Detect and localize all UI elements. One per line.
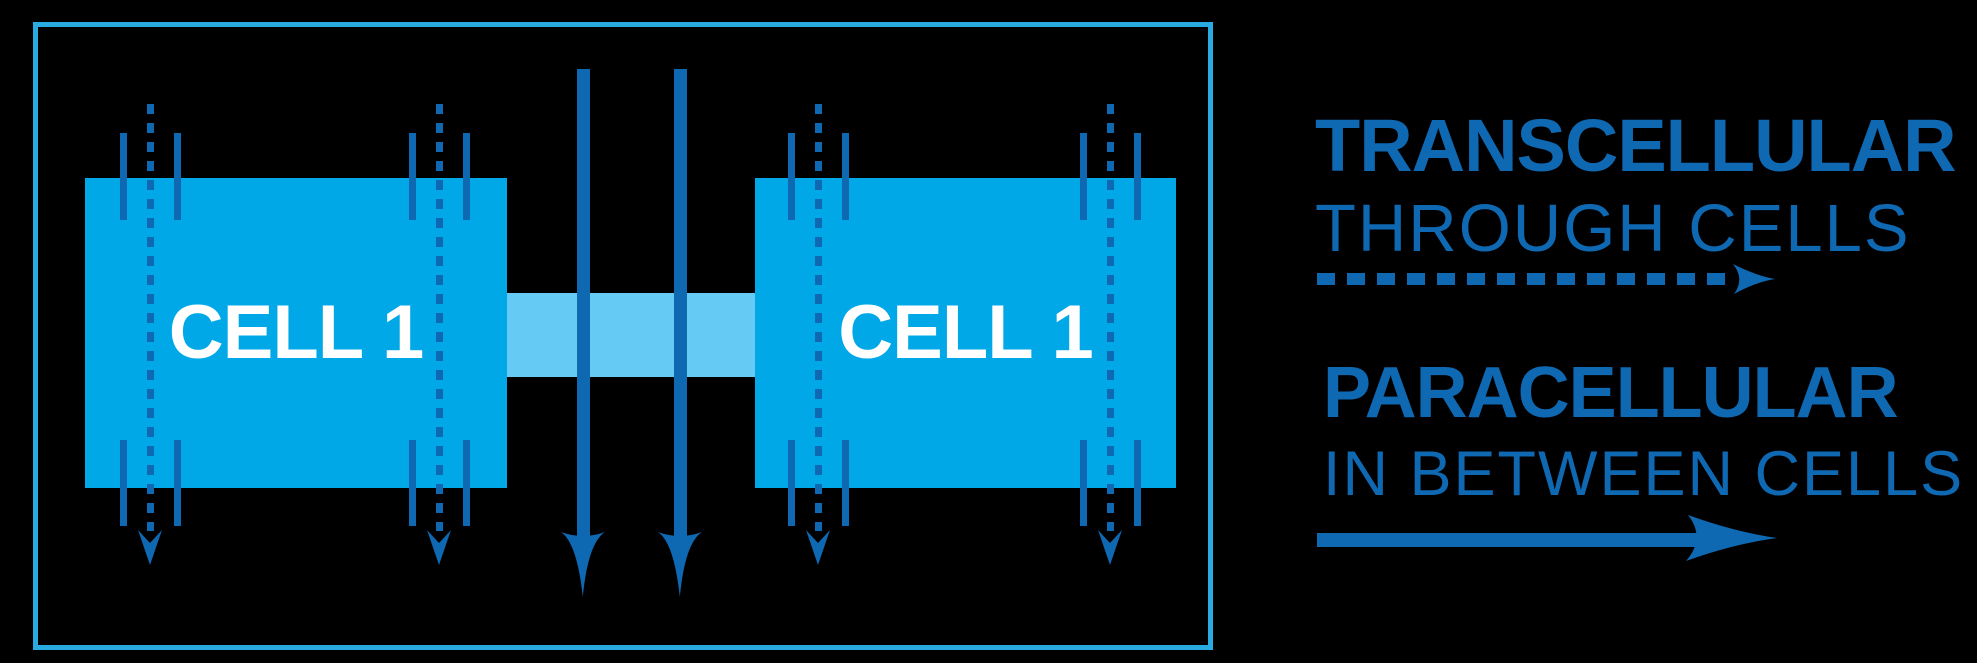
channel-protein-bar bbox=[119, 133, 127, 220]
channel-protein-bar bbox=[1079, 133, 1087, 220]
transcellular-arrowhead-icon bbox=[138, 530, 162, 565]
dashed-right-arrow-icon bbox=[1317, 264, 1775, 294]
paracellular-arrowhead-icon bbox=[658, 532, 702, 597]
channel-protein-bar bbox=[462, 440, 470, 526]
cell-left-label: CELL 1 bbox=[168, 290, 424, 375]
paracellular-arrowhead-icon bbox=[561, 532, 605, 597]
paracellular-arrow-shaft bbox=[673, 69, 687, 539]
channel-protein-bar bbox=[1079, 440, 1087, 526]
transcellular-dashed-arrow-line bbox=[1106, 104, 1114, 531]
junction-band bbox=[507, 293, 755, 377]
channel-protein-bar bbox=[841, 440, 849, 526]
channel-protein-bar bbox=[841, 133, 849, 220]
legend-transcellular-title: TRANSCELLULAR bbox=[1315, 104, 1957, 187]
transcellular-dashed-arrow-line bbox=[435, 104, 443, 531]
cell-right-label: CELL 1 bbox=[838, 290, 1093, 375]
channel-protein-bar bbox=[408, 440, 416, 526]
transcellular-dashed-arrow-line bbox=[814, 104, 822, 531]
channel-protein-bar bbox=[787, 133, 795, 220]
legend-paracellular-subtitle: IN BETWEEN CELLS bbox=[1323, 439, 1965, 509]
epithelium-diagram-box bbox=[33, 22, 1213, 650]
channel-protein-bar bbox=[173, 440, 181, 526]
legend-paracellular-title: PARACELLULAR bbox=[1323, 353, 1899, 433]
cell-right: CELL 1 bbox=[755, 178, 1176, 488]
legend-transcellular-subtitle: THROUGH CELLS bbox=[1315, 191, 1911, 266]
transcellular-arrowhead-icon bbox=[1098, 530, 1122, 565]
channel-protein-bar bbox=[462, 133, 470, 220]
transcellular-dashed-arrow-line bbox=[146, 104, 154, 531]
solid-right-arrow-icon bbox=[1317, 515, 1777, 561]
paracellular-arrow-shaft bbox=[576, 69, 590, 539]
transcellular-arrowhead-icon bbox=[806, 530, 830, 565]
channel-protein-bar bbox=[408, 133, 416, 220]
channel-protein-bar bbox=[1133, 133, 1141, 220]
channel-protein-bar bbox=[173, 133, 181, 220]
channel-protein-bar bbox=[119, 440, 127, 526]
transcellular-arrowhead-icon bbox=[427, 530, 451, 565]
channel-protein-bar bbox=[787, 440, 795, 526]
channel-protein-bar bbox=[1133, 440, 1141, 526]
